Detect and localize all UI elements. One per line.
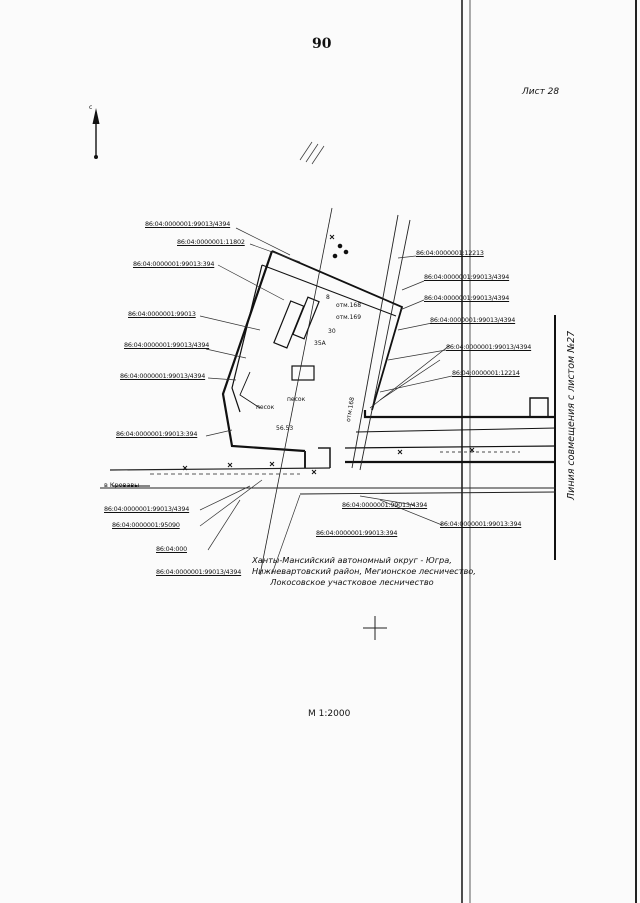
page-number: 90 [312, 36, 332, 52]
parcel-label: 86:04:0000001:99013/4394 [120, 372, 206, 380]
parcel-label: 86:04:0000001:12214 [452, 369, 520, 377]
map-annotation: отм.168 [336, 302, 362, 309]
parcel-label: 86:04:0000001:99013/4394 [104, 505, 190, 513]
road-west [100, 447, 557, 495]
junction-line-label: Линия совмещения с листом №27 [566, 330, 577, 500]
parcel-label: 86:04:0000001:99013/4394 [446, 343, 532, 351]
registration-cross-icon [363, 616, 387, 640]
parcel-label: 86:04:0000001:99013 [128, 310, 196, 318]
scale-label: М 1:2000 [308, 709, 351, 719]
parcel-label: 86:04:0000001:99013:394 [133, 260, 215, 268]
parcel-label: 86:04:0000001:99013/4394 [124, 341, 210, 349]
parcel-label: 86:04:0000001:11802 [177, 238, 245, 246]
map-annotation: песок [287, 396, 306, 403]
parcel-label: 86:04:0000001:99013/4394 [156, 568, 242, 576]
parcel-label: 86:04:0000001:99013/4394 [424, 294, 510, 302]
place-line-3: Локосовское участковое лесничество [270, 577, 434, 587]
sheet-label: Лист 28 [522, 87, 560, 97]
leader-lines [199, 227, 453, 575]
pipelines [259, 207, 451, 576]
parcel-boundary [221, 250, 404, 453]
parcel-label: 86:04:0000001:99013:394 [116, 430, 198, 438]
road-corridor [344, 315, 557, 560]
map-annotation: 56.53 [276, 425, 294, 432]
parcel-label: 86:04:0000001:99013/4394 [430, 316, 516, 324]
map-annotation: 35А [314, 340, 326, 347]
north-arrow-icon [92, 108, 100, 159]
parcel-label: 86:04:0000001:12213 [416, 249, 484, 257]
north-mark-label: с [89, 104, 93, 111]
survey-marks [182, 234, 475, 475]
map-annotation: песок [256, 404, 275, 411]
parcel-label: 86:04:0000001:99013:394 [440, 520, 522, 528]
parcel-label: 86:04:0000001:99013:394 [316, 529, 398, 537]
place-line-1: Ханты-Мансийский автономный округ - Югра… [252, 555, 452, 565]
direction-label: в Кровавы [104, 481, 140, 489]
parcel-label: 86:04:0000001:95090 [112, 521, 180, 529]
coordinate-block [299, 141, 325, 165]
place-line-2: Нижневартовский район, Мегионское леснич… [252, 566, 476, 576]
parcel-label: 86:04:0000001:99013/4394 [145, 220, 231, 228]
map-annotation: 8 [326, 294, 330, 301]
parcel-label: 86:04:0000001:99013/4394 [424, 273, 510, 281]
parcel-label: 86:04:000 [156, 545, 187, 553]
map-annotation: отм.169 [336, 314, 362, 321]
parcel-label: 86:04:0000001:99013/4394 [342, 501, 428, 509]
map-annotation: 30 [328, 328, 336, 335]
